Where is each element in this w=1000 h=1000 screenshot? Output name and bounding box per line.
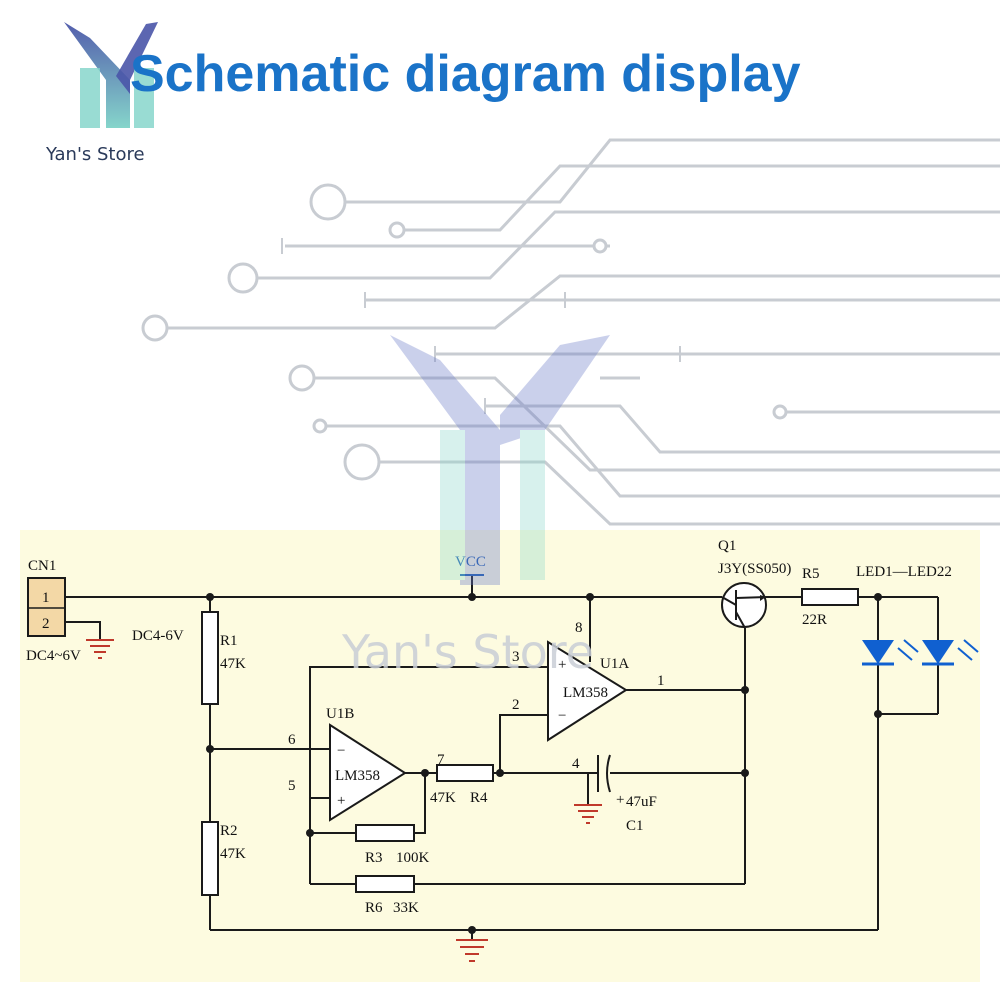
resistor-r6: [355, 875, 415, 893]
u1b-pin6: 6: [288, 732, 296, 748]
u1b-ref: U1B: [326, 706, 354, 722]
c1-plus: +: [616, 792, 624, 808]
u1a-part: LM358: [563, 685, 608, 701]
u1b-part: LM358: [335, 768, 380, 784]
q1-part: J3Y(SS050): [718, 561, 791, 577]
r4-value: 47K: [430, 790, 456, 806]
u1a-minus: −: [558, 708, 566, 724]
u1b-pin5: 5: [288, 778, 296, 794]
c1-ref: C1: [626, 818, 644, 834]
u1b-plus: +: [337, 793, 345, 809]
r3-value: 100K: [396, 850, 430, 866]
supply-label: DC4-6V: [132, 628, 184, 644]
connector-cn1: [27, 577, 66, 637]
watermark-logo: [390, 335, 610, 585]
r2-value: 47K: [220, 846, 246, 862]
q1-ref: Q1: [718, 538, 736, 554]
resistor-r1: [201, 611, 219, 705]
resistor-r3: [355, 824, 415, 842]
r6-ref: R6: [365, 900, 383, 916]
r2-ref: R2: [220, 823, 238, 839]
u1a-pin8: 8: [575, 620, 583, 636]
resistor-r5: [801, 588, 859, 606]
opamp-u1a: [547, 640, 628, 742]
cn1-supply-label: DC4~6V: [26, 648, 81, 664]
r5-value: 22R: [802, 612, 827, 628]
ground-symbol: [456, 939, 488, 962]
c1-value: 47uF: [626, 794, 657, 810]
ground-symbol: [574, 804, 602, 824]
u1a-pin3: 3: [512, 649, 520, 665]
decorative-circuit-lines: [141, 138, 1000, 526]
r1-ref: R1: [220, 633, 238, 649]
cn1-pin2: 2: [42, 616, 50, 632]
leds-label: LED1—LED22: [856, 564, 952, 580]
r5-ref: R5: [802, 566, 820, 582]
page-title: Schematic diagram display: [130, 45, 801, 103]
brand-name: Yan's Store: [46, 144, 145, 165]
r1-value: 47K: [220, 656, 246, 672]
store-logo: [64, 22, 158, 128]
r3-ref: R3: [365, 850, 383, 866]
u1a-plus: +: [558, 657, 566, 673]
r4-ref: R4: [470, 790, 488, 806]
cn1-pin1: 1: [42, 590, 50, 606]
watermark-text: Yan's Store: [341, 625, 594, 679]
u1a-pin2: 2: [512, 697, 520, 713]
u1b-pin7: 7: [437, 752, 445, 768]
ground-symbol: [86, 639, 114, 659]
u1a-ref: U1A: [600, 656, 629, 672]
opamp-u1b: [329, 723, 407, 822]
transistor-q1: [721, 582, 767, 629]
c1-pin: 4: [572, 756, 580, 772]
capacitor-c1: [597, 754, 611, 793]
resistor-r4: [436, 764, 494, 782]
r6-value: 33K: [393, 900, 419, 916]
led-1: [862, 639, 919, 666]
cn1-label: CN1: [28, 558, 56, 574]
u1a-pin1: 1: [657, 673, 665, 689]
vcc-label: VCC: [455, 554, 486, 570]
u1b-minus: −: [337, 743, 345, 759]
resistor-r2: [201, 821, 219, 896]
led-22: [922, 639, 979, 666]
